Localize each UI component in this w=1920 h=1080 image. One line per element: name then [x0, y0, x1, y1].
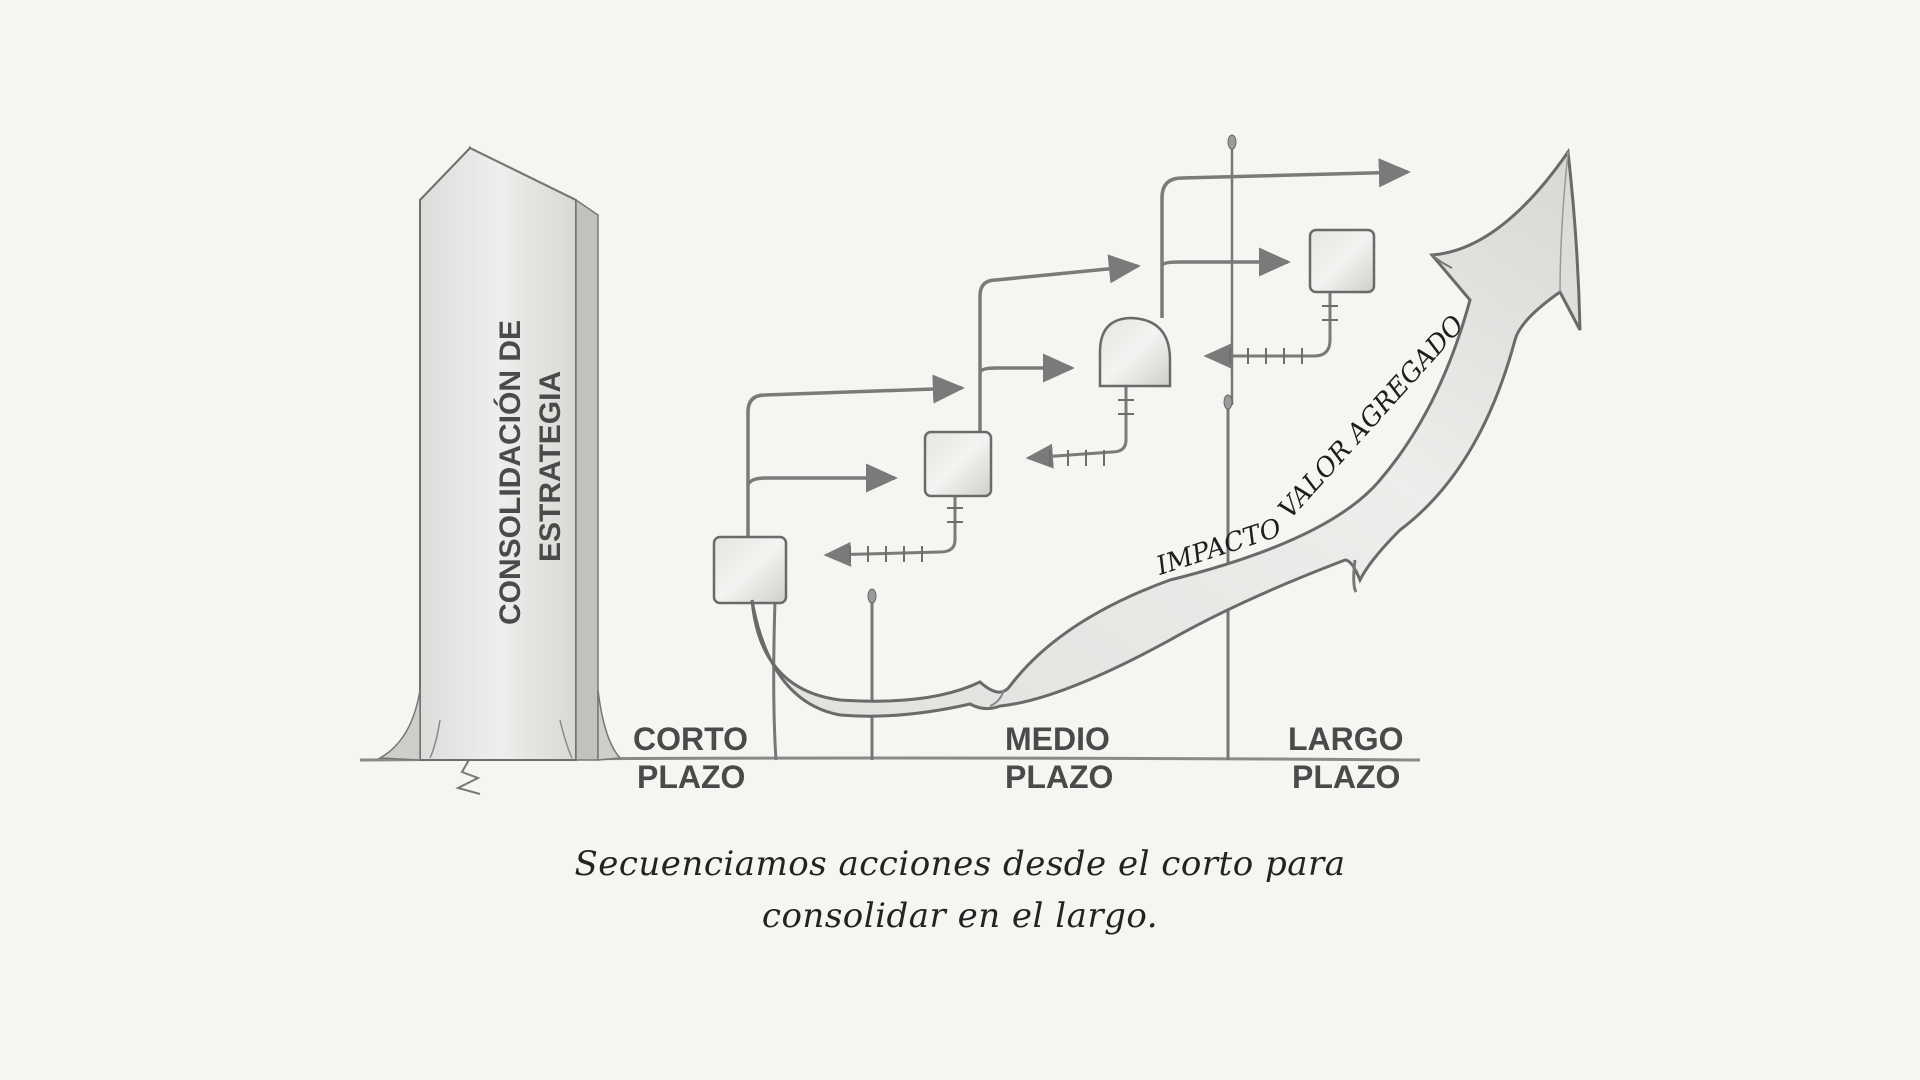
short-term-label-line2: PLAZO [637, 759, 745, 795]
caption: Secuenciamos acciones desde el corto par… [560, 838, 1360, 942]
medium-term-label-line1: MEDIO [1005, 721, 1110, 757]
stem-knobs [867, 134, 1237, 604]
caption-line2: consolidar en el largo. [761, 896, 1159, 936]
backward-connectors [823, 292, 1332, 567]
forward-connectors [746, 158, 1411, 540]
timeline-stems [772, 140, 1234, 761]
pillar-label-line2: ESTRATEGIA [534, 371, 567, 562]
action-dome-medium [1098, 316, 1172, 388]
action-box-short [712, 535, 788, 605]
ground-crack [455, 757, 481, 795]
action-boxes [712, 228, 1376, 605]
action-box-long [1308, 228, 1376, 294]
impact-arrow [750, 147, 1582, 718]
obelisk-pillar [377, 145, 622, 761]
long-term-label-line1: LARGO [1288, 721, 1404, 757]
caption-line1: Secuenciamos acciones desde el corto par… [574, 844, 1346, 884]
medium-term-label-line2: PLAZO [1005, 759, 1113, 795]
short-term-label-line1: CORTO [633, 721, 748, 757]
connector-ticks [849, 305, 1338, 562]
pillar-label-line1: CONSOLIDACIÓN DE [493, 320, 527, 625]
action-box-medium [923, 430, 993, 498]
long-term-label-line2: PLAZO [1292, 759, 1400, 795]
